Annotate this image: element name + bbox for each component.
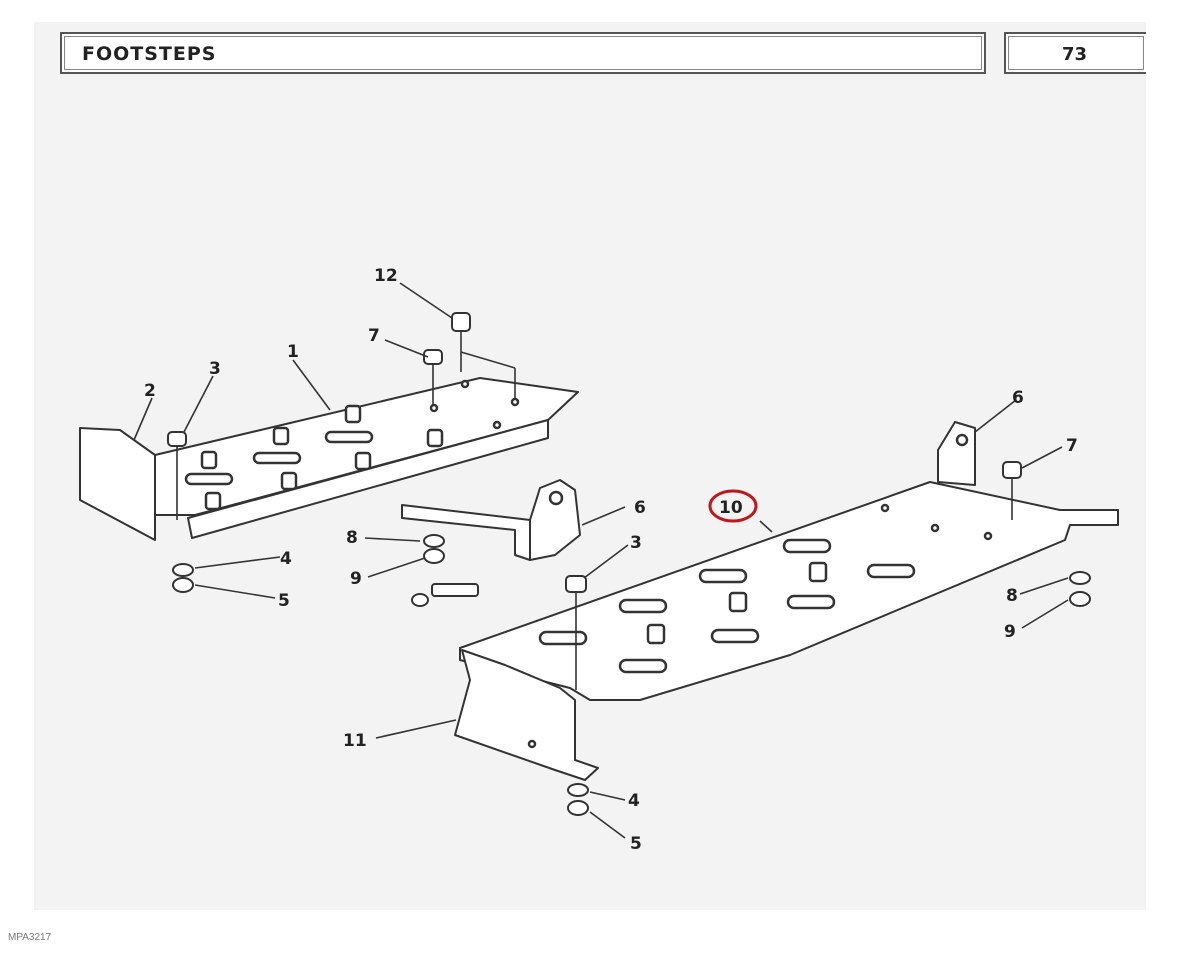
callout-1: 1 (287, 342, 299, 362)
callout-4b: 4 (628, 791, 640, 811)
right-bracket (454, 649, 599, 781)
callout-12: 12 (374, 266, 398, 286)
callout-9b: 9 (1004, 622, 1016, 642)
left-fasteners (167, 312, 516, 607)
callout-7b: 7 (1066, 436, 1078, 456)
callout-8: 8 (346, 528, 358, 548)
title-box: FOOTSTEPS (60, 32, 986, 74)
callouts: 12 7 1 3 2 8 9 4 5 6 10 3 6 7 8 9 11 4 5 (144, 266, 1078, 854)
callout-9: 9 (350, 569, 362, 589)
callout-5b: 5 (630, 834, 642, 854)
right-footstep-plate (459, 421, 1119, 701)
callout-4: 4 (280, 549, 292, 569)
callout-8b: 8 (1006, 586, 1018, 606)
left-footstep-plate (79, 377, 579, 541)
highlight-circle (708, 489, 758, 523)
callout-2: 2 (144, 381, 156, 401)
page-number: 73 (1062, 44, 1088, 65)
callout-6: 6 (634, 498, 646, 518)
callout-3b: 3 (630, 533, 642, 553)
page-number-box: 73 (1004, 32, 1146, 74)
callout-7: 7 (368, 326, 380, 346)
page-title: FOOTSTEPS (82, 43, 217, 65)
callout-6b: 6 (1012, 388, 1024, 408)
figure-code: MPA3217 (8, 932, 52, 943)
callout-11: 11 (343, 731, 367, 751)
callout-5: 5 (278, 591, 290, 611)
callout-3: 3 (209, 359, 221, 379)
callout-10: 10 (719, 498, 743, 518)
left-bracket (401, 479, 581, 561)
right-fasteners (565, 461, 1091, 816)
leader-lines (133, 282, 1069, 839)
